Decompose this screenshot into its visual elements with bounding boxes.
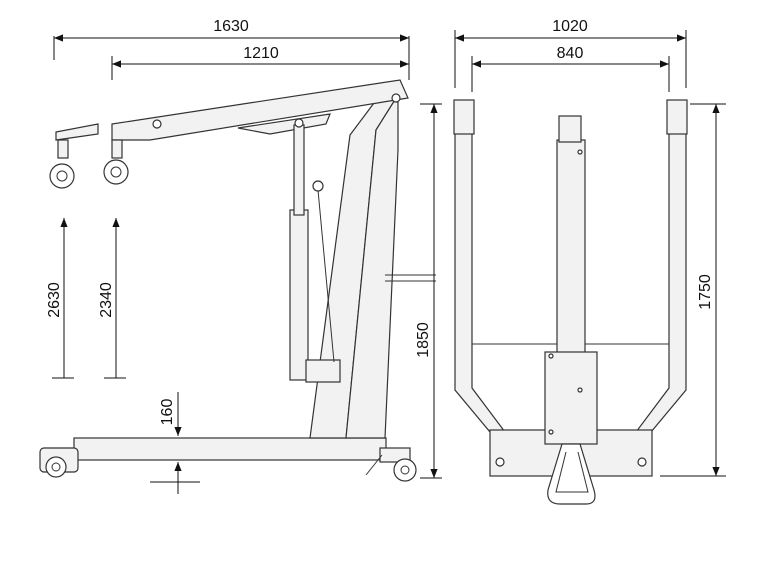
side-view: 1630 1210 2630 2340 160 1850 bbox=[39, 18, 442, 494]
dim-label-overall-width: 1020 bbox=[552, 18, 588, 35]
mast-base-plate bbox=[544, 351, 598, 445]
mast-side bbox=[345, 92, 399, 439]
pump-lever bbox=[317, 189, 335, 363]
right-leg-cap bbox=[666, 99, 688, 135]
rear-wheel bbox=[393, 458, 417, 482]
dim-label-inner-width: 840 bbox=[557, 45, 584, 62]
front-mast-top bbox=[558, 115, 582, 143]
boom-extension-tip bbox=[55, 123, 99, 141]
boom-pin bbox=[152, 119, 162, 129]
dim-label-leg-clearance: 160 bbox=[159, 399, 176, 426]
foot-pedal bbox=[365, 454, 383, 476]
boom bbox=[111, 79, 409, 141]
left-leg-cap bbox=[453, 99, 475, 135]
hook-extended bbox=[49, 139, 75, 189]
dim-label-boom-reach: 1210 bbox=[243, 45, 279, 62]
dim-label-overall-length: 1630 bbox=[213, 18, 249, 35]
left-leg bbox=[454, 131, 507, 433]
pump-unit bbox=[305, 359, 341, 383]
hook-retracted bbox=[103, 139, 129, 185]
front-wheel bbox=[45, 456, 67, 478]
front-view: 1020 840 1750 bbox=[453, 18, 726, 505]
dim-label-front-leg-length: 1750 bbox=[697, 274, 714, 310]
pump-handle bbox=[547, 443, 596, 505]
boom-pivot bbox=[391, 93, 401, 103]
base-leg bbox=[73, 437, 387, 461]
dim-label-hook-height-extended: 2630 bbox=[46, 282, 63, 318]
hydraulic-rod bbox=[293, 124, 305, 216]
dim-label-mast-height: 1850 bbox=[415, 322, 432, 358]
dim-label-hook-height-retracted: 2340 bbox=[98, 282, 115, 318]
right-leg bbox=[634, 131, 687, 433]
hydraulic-cylinder bbox=[289, 209, 309, 381]
rear-caster-housing bbox=[379, 447, 411, 463]
